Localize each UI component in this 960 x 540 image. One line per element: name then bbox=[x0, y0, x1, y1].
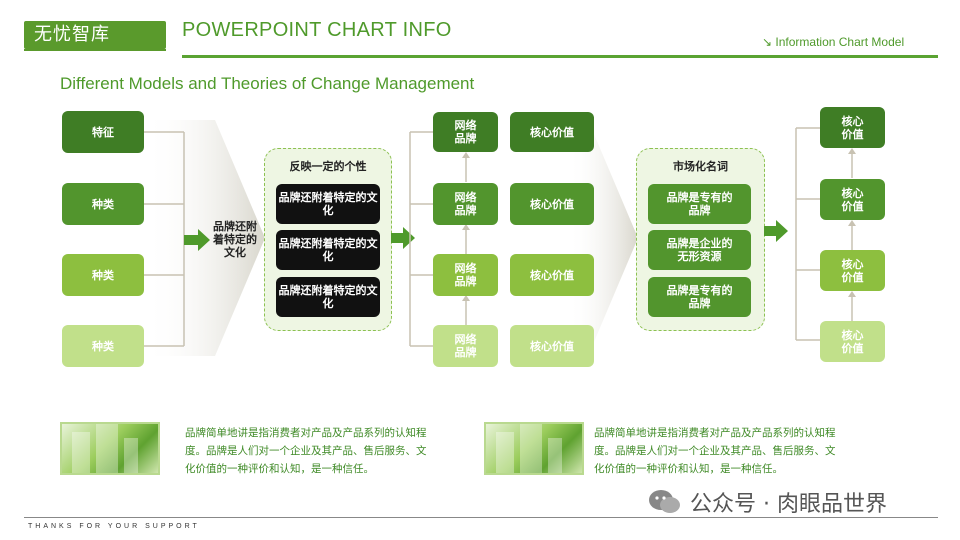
col3-connector bbox=[409, 131, 433, 347]
building-thumbnail-2 bbox=[484, 422, 584, 475]
arrow-right-icon bbox=[184, 229, 210, 251]
header-title: POWERPOINT CHART INFO bbox=[182, 19, 452, 41]
col4-box-3: 核心价值 bbox=[510, 254, 594, 296]
col6-box-3: 核心价值 bbox=[820, 250, 885, 291]
header-divider bbox=[182, 55, 938, 58]
col2-box-3-label: 品牌还附着特定的文化 bbox=[278, 284, 378, 310]
col1-box-3: 种类 bbox=[62, 254, 144, 296]
col2-box-1-label: 品牌还附着特定的文化 bbox=[278, 191, 378, 217]
arrow-right-icon bbox=[391, 227, 415, 249]
page-title: Different Models and Theories of Change … bbox=[60, 74, 475, 93]
logo-underline bbox=[24, 49, 166, 51]
col4-box-1-label: 核心价值 bbox=[530, 125, 574, 139]
col4-box-4: 核心价值 bbox=[510, 325, 594, 367]
col6-box-2: 核心价值 bbox=[820, 179, 885, 220]
col4-box-1: 核心价值 bbox=[510, 112, 594, 152]
col6-box-1: 核心价值 bbox=[820, 107, 885, 148]
col5-box-2: 品牌是企业的无形资源 bbox=[648, 230, 751, 270]
col5-box-1-label: 品牌是专有的品牌 bbox=[666, 191, 733, 217]
col5-title: 市场化名词 bbox=[673, 160, 728, 173]
col4-box-2-label: 核心价值 bbox=[530, 197, 574, 211]
col1-box-1: 特征 bbox=[62, 111, 144, 153]
col3-box-3: 网络品牌 bbox=[433, 254, 498, 296]
col5-box-3-label: 品牌是专有的品牌 bbox=[666, 284, 733, 310]
col6-box-4: 核心价值 bbox=[820, 321, 885, 362]
col3-box-3-label: 网络品牌 bbox=[454, 262, 477, 288]
col3-box-4: 网络品牌 bbox=[433, 325, 498, 367]
col6-box-1-label: 核心价值 bbox=[841, 114, 864, 141]
footer-text: THANKS FOR YOUR SUPPORT bbox=[28, 523, 200, 530]
col4-box-3-label: 核心价值 bbox=[530, 268, 574, 282]
col3-box-1-label: 网络品牌 bbox=[454, 119, 477, 145]
chevron-shape-2 bbox=[568, 120, 638, 356]
col2-box-2: 品牌还附着特定的文化 bbox=[276, 230, 380, 270]
arrow-right-icon bbox=[764, 220, 788, 242]
col3-up-arrows bbox=[462, 152, 470, 325]
col1-box-4: 种类 bbox=[62, 325, 144, 367]
col1-summary-label: 品牌还附着特定的文化 bbox=[213, 220, 257, 259]
col5-box-3: 品牌是专有的品牌 bbox=[648, 277, 751, 317]
col3-box-2-label: 网络品牌 bbox=[454, 191, 477, 217]
col3-box-4-label: 网络品牌 bbox=[454, 333, 477, 359]
description-2: 品牌简单地讲是指消费者对产品及产品系列的认知程度。品牌是人们对一个企业及其产品、… bbox=[594, 427, 836, 475]
col6-connector bbox=[795, 127, 820, 341]
brand-logo: 无忧智库 bbox=[24, 21, 166, 49]
col4-box-2: 核心价值 bbox=[510, 183, 594, 225]
col2-box-1: 品牌还附着特定的文化 bbox=[276, 184, 380, 224]
col6-box-3-label: 核心价值 bbox=[841, 257, 864, 284]
col2-box-2-label: 品牌还附着特定的文化 bbox=[278, 237, 378, 263]
col2-box-3: 品牌还附着特定的文化 bbox=[276, 277, 380, 317]
watermark-text: 公众号 · 肉眼品世界 bbox=[690, 492, 887, 517]
wechat-icon bbox=[649, 490, 680, 513]
description-1: 品牌简单地讲是指消费者对产品及产品系列的认知程度。品牌是人们对一个企业及其产品、… bbox=[185, 427, 427, 475]
footer-divider bbox=[24, 517, 938, 518]
col4-box-4-label: 核心价值 bbox=[530, 339, 574, 353]
col1-box-3-label: 种类 bbox=[92, 268, 114, 282]
col2-title: 反映一定的个性 bbox=[289, 160, 367, 173]
col1-box-2-label: 种类 bbox=[92, 197, 114, 211]
col5-box-1: 品牌是专有的品牌 bbox=[648, 184, 751, 224]
col3-box-2: 网络品牌 bbox=[433, 183, 498, 225]
col6-up-arrows bbox=[848, 148, 856, 321]
col6-box-4-label: 核心价值 bbox=[841, 328, 864, 355]
col6-box-2-label: 核心价值 bbox=[841, 186, 864, 213]
col1-box-2: 种类 bbox=[62, 183, 144, 225]
col1-box-4-label: 种类 bbox=[92, 339, 114, 353]
col3-box-1: 网络品牌 bbox=[433, 112, 498, 152]
col5-box-2-label: 品牌是企业的无形资源 bbox=[666, 237, 733, 263]
col1-box-1-label: 特征 bbox=[92, 125, 114, 139]
building-thumbnail-1 bbox=[60, 422, 160, 475]
header-subtitle: ↘ Information Chart Model bbox=[762, 35, 905, 49]
